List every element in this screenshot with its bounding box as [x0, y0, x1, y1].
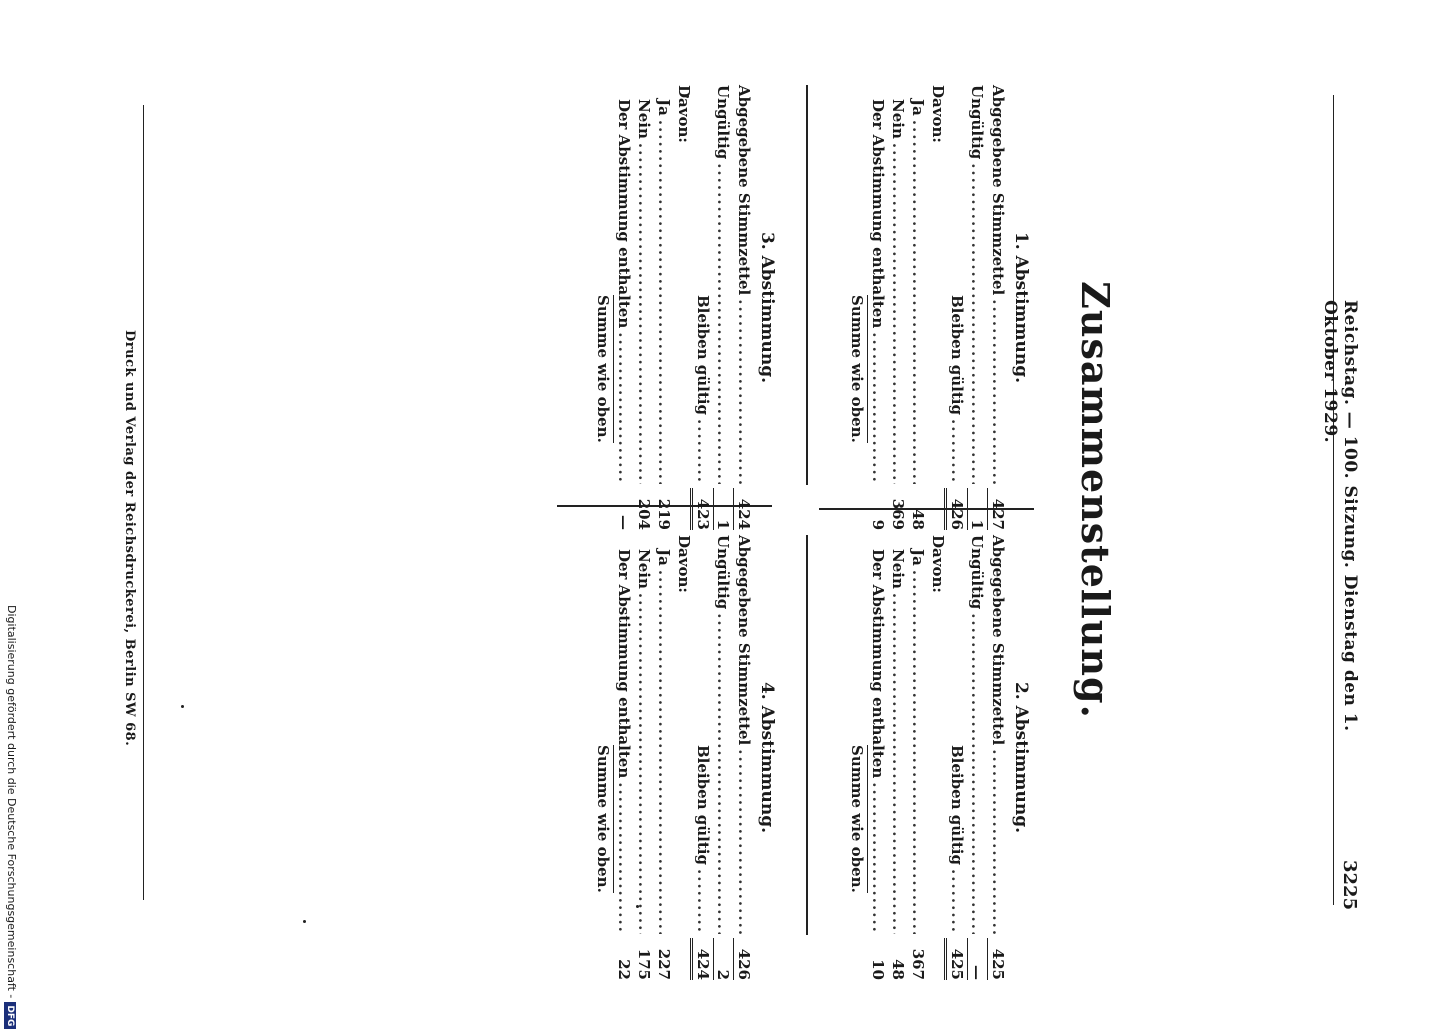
summe-label: Summe wie oben.: [593, 745, 614, 893]
nein-label: Nein: [635, 549, 653, 589]
abgegeben-value: 425: [989, 948, 1007, 980]
davon-label: Davon:: [929, 85, 947, 143]
enthalten-value: 22: [615, 959, 633, 980]
section-title: 4. Abstimmung.: [757, 681, 777, 834]
section-title: 3. Abstimmung.: [757, 231, 777, 384]
abgegeben-label: Abgegebene Stimmzettel: [989, 535, 1007, 746]
enthalten-value: 9: [869, 519, 887, 530]
nein-value: 175: [635, 948, 653, 980]
page-title: Zusammenstellung.: [1073, 281, 1118, 719]
summe-label: Summe wie oben.: [593, 295, 614, 443]
bleiben-label: Bleiben gültig: [694, 745, 712, 865]
ungueltig-value: 1: [967, 488, 988, 530]
davon-label: Davon:: [929, 535, 947, 593]
enthalten-label: Der Abstimmung enthalten: [615, 549, 633, 779]
vote-section-3: 3. Abstimmung. Abgegebene Stimmzettel 424…: [593, 85, 780, 530]
bleiben-label: Bleiben gültig: [948, 295, 966, 415]
ungueltig-value: —: [967, 938, 988, 980]
vote-section-4: 4. Abstimmung. Abgegebene Stimmzettel 426…: [593, 535, 780, 980]
ja-value: 367: [909, 948, 927, 980]
vote-section-2: 2. Abstimmung. Abgegebene Stimmzettel 425…: [847, 535, 1034, 980]
bleiben-label: Bleiben gültig: [694, 295, 712, 415]
nein-label: Nein: [635, 99, 653, 139]
scan-speck: [303, 920, 306, 923]
ja-label: Ja: [655, 99, 673, 116]
vote-section-1: 1. Abstimmung. Abgegebene Stimmzettel 427…: [847, 85, 1034, 530]
ungueltig-value: 2: [713, 938, 734, 980]
nein-label: Nein: [889, 549, 907, 589]
davon-label: Davon:: [675, 85, 693, 143]
ja-label: Ja: [655, 549, 673, 566]
ungueltig-label: Ungültig: [714, 85, 732, 160]
nein-value: 48: [889, 959, 907, 980]
scan-speck: [636, 905, 639, 908]
row-divider-right: [806, 535, 808, 935]
ungueltig-label: Ungültig: [714, 535, 732, 610]
enthalten-label: Der Abstimmung enthalten: [869, 99, 887, 329]
row-divider-left: [806, 85, 808, 485]
abgegeben-label: Abgegebene Stimmzettel: [735, 535, 753, 746]
ja-value: 219: [655, 498, 673, 530]
abgegeben-label: Abgegebene Stimmzettel: [735, 85, 753, 296]
enthalten-label: Der Abstimmung enthalten: [869, 549, 887, 779]
scan-speck: [181, 705, 184, 708]
ja-value: 227: [655, 948, 673, 980]
abgegeben-value: 426: [735, 948, 753, 980]
bleiben-label: Bleiben gültig: [948, 745, 966, 865]
printer-imprint: Druck und Verlag der Reichsdruckerei, Be…: [122, 330, 137, 747]
summe-label: Summe wie oben.: [847, 295, 868, 443]
section-title: 2. Abstimmung.: [1011, 681, 1031, 834]
enthalten-value: 10: [869, 959, 887, 980]
abgegeben-label: Abgegebene Stimmzettel: [989, 85, 1007, 296]
ungueltig-value: 1: [713, 488, 734, 530]
section-title: 1. Abstimmung.: [1011, 231, 1031, 384]
summe-label: Summe wie oben.: [847, 745, 868, 893]
footer-rule: [143, 105, 144, 900]
dfg-note-text: Digitalisierung gefördert durch die Deut…: [5, 605, 18, 999]
abgegeben-value: 424: [735, 498, 753, 530]
nein-value: 369: [889, 498, 907, 530]
page-number: 3225: [1339, 860, 1360, 911]
davon-label: Davon:: [675, 535, 693, 593]
enthalten-label: Der Abstimmung enthalten: [615, 99, 633, 329]
scan-speck: [686, 95, 689, 98]
rotated-document-page: Reichstag. — 100. Sitzung. Dienstag den …: [0, 0, 1434, 1000]
ja-value: 48: [909, 509, 927, 530]
nein-label: Nein: [889, 99, 907, 139]
dfg-logo: DFG: [4, 1002, 16, 1029]
ja-label: Ja: [909, 99, 927, 116]
ja-label: Ja: [909, 549, 927, 566]
enthalten-value: —: [615, 515, 633, 530]
ungueltig-label: Ungültig: [968, 535, 986, 610]
ungueltig-label: Ungültig: [968, 85, 986, 160]
running-header: Reichstag. — 100. Sitzung. Dienstag den …: [1320, 300, 1360, 732]
abgegeben-value: 427: [989, 498, 1007, 530]
nein-value: 204: [635, 498, 653, 530]
dfg-margin-note: Digitalisierung gefördert durch die Deut…: [4, 605, 18, 1029]
